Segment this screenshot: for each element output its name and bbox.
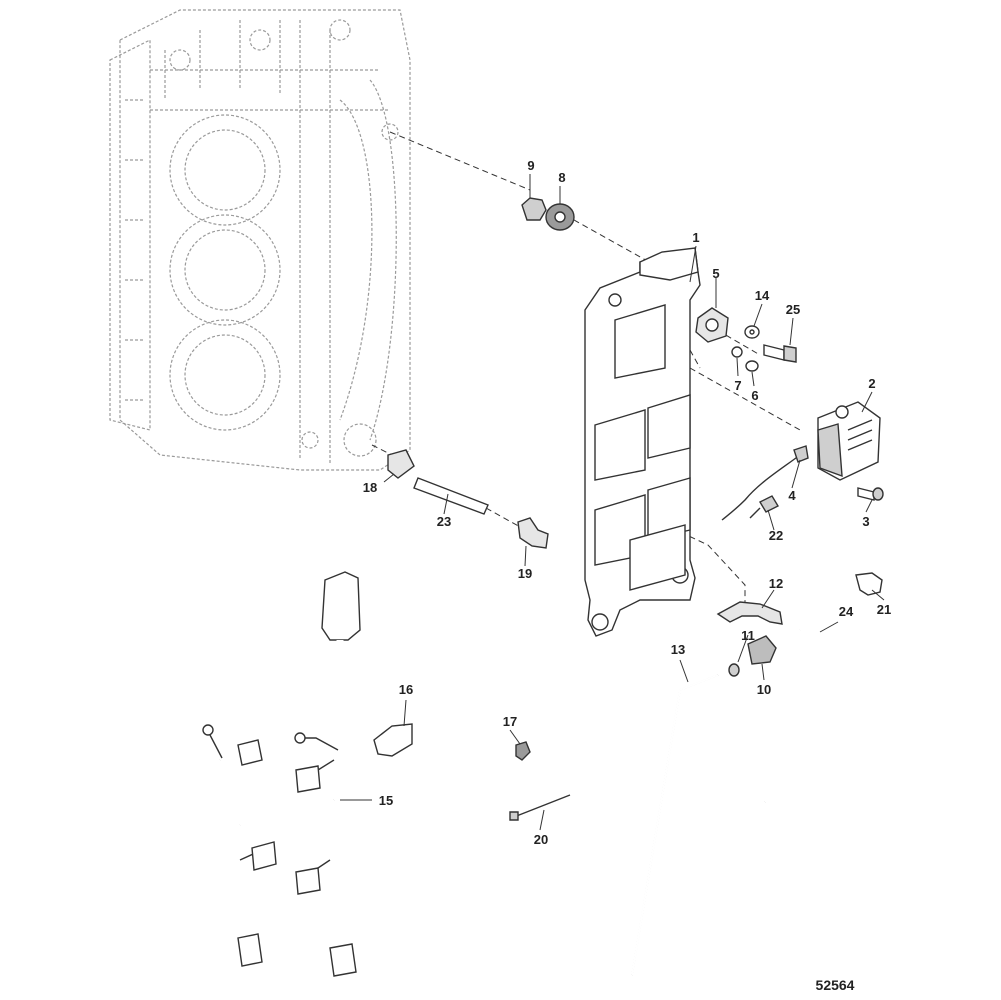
clamp-21 (855, 572, 883, 596)
nut-7 (731, 346, 743, 358)
clip-17 (515, 741, 531, 761)
rod-13 (631, 674, 719, 976)
callout-4: 4 (788, 488, 796, 503)
callout-6: 6 (751, 388, 758, 403)
callout-18: 18 (363, 480, 377, 495)
fitting-9 (521, 197, 547, 221)
cable-tie-20 (509, 794, 571, 821)
callout-21: 21 (877, 602, 891, 617)
callout-5: 5 (712, 266, 719, 281)
wire-harness-15 (202, 571, 361, 977)
figure-number: 52564 (816, 977, 855, 993)
callout-24: 24 (839, 604, 854, 619)
callout-2: 2 (868, 376, 875, 391)
callout-3: 3 (862, 514, 869, 529)
screw-6 (745, 360, 759, 372)
switch-10 (747, 635, 777, 665)
callout-8: 8 (558, 170, 565, 185)
callout-16: 16 (399, 682, 413, 697)
sensor-22 (749, 495, 779, 519)
sensor-5 (695, 307, 729, 343)
callout-25: 25 (786, 302, 800, 317)
callout-11: 11 (741, 628, 755, 643)
nut-11 (728, 663, 740, 677)
callout-13: 13 (671, 642, 685, 657)
callout-15: 15 (379, 793, 393, 808)
washer-14 (744, 325, 760, 339)
screw-3 (857, 487, 884, 501)
bracket-16 (373, 723, 413, 757)
ground-wire-4 (721, 445, 809, 521)
tube-23 (413, 477, 489, 515)
fitting-18 (387, 449, 415, 479)
ignition-module-2 (817, 401, 881, 481)
callout-14: 14 (755, 288, 770, 303)
callout-19: 19 (518, 566, 532, 581)
callout-9: 9 (527, 158, 534, 173)
fitting-8 (545, 203, 575, 231)
callout-17: 17 (503, 714, 517, 729)
engine-block-outline (109, 9, 411, 471)
bolt-25 (763, 344, 797, 363)
callout-22: 22 (769, 528, 783, 543)
callout-23: 23 (437, 514, 451, 529)
callout-7: 7 (734, 378, 741, 393)
mounting-plate (584, 247, 701, 637)
tee-fitting-19 (517, 517, 549, 549)
callouts: 1 2 3 4 5 6 7 8 9 10 11 12 13 14 15 16 1… (363, 158, 891, 847)
callout-1: 1 (692, 230, 699, 245)
callout-10: 10 (757, 682, 771, 697)
leader-lines (340, 174, 885, 831)
hose-24 (763, 624, 826, 806)
clip-12 (716, 601, 783, 625)
callout-20: 20 (534, 832, 548, 847)
callout-12: 12 (769, 576, 783, 591)
